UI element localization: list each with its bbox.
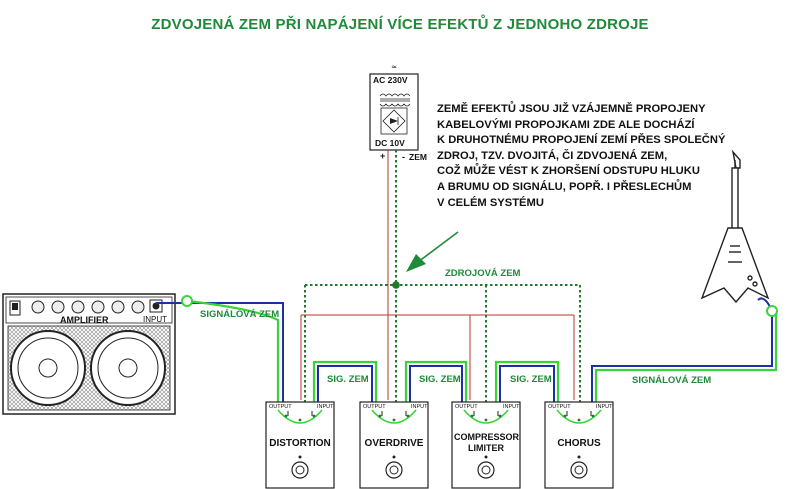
ac-label: AC 230V [373, 75, 408, 85]
pedal-input-label: INPUT [411, 404, 428, 410]
sig-ground-label-2: SIG. ZEM [419, 374, 461, 385]
minus-label: - [402, 152, 405, 162]
pedal-output-label: OUTPUT [548, 404, 571, 410]
internal-ground [556, 409, 602, 424]
pedal [359, 401, 429, 489]
sig-ground-label-1: SIG. ZEM [327, 374, 369, 385]
ground-point [284, 414, 288, 418]
ground-point [378, 414, 382, 418]
note-line: A BRUMU OD SIGNÁLU, POPŘ. I PŘESLECHŮM [437, 180, 692, 193]
ground-point [563, 414, 567, 418]
pedal-name-label: CHORUS [557, 438, 601, 449]
signal-cables [156, 297, 778, 402]
pointer-arrow [406, 231, 459, 272]
note-line: K DRUHOTNÉMU PROPOJENÍ ZEMÍ PŘES SPOLEČN… [437, 134, 726, 147]
footswitch-cap [295, 465, 305, 475]
pedal-output-label: OUTPUT [269, 404, 292, 410]
pedal-name-label: COMPRESSOR LIMITER [454, 432, 520, 453]
dc-label: DC 10V [375, 138, 405, 148]
pedal [451, 401, 521, 489]
guitar-cable-plug [766, 305, 778, 317]
pedal-output-label: OUTPUT [363, 404, 386, 410]
internal-ground [277, 409, 323, 424]
internal-ground [371, 409, 417, 424]
guitar-icon [700, 149, 770, 304]
plus-label: + [380, 151, 386, 161]
note-line: COŽ MŮŽE VÉST K ZHORŠENÍ ODSTUPU HLUKU [437, 165, 700, 178]
ground-point [484, 418, 488, 422]
ground-point [312, 414, 316, 418]
ground-point [577, 418, 581, 422]
led-icon [577, 455, 581, 459]
pedal [265, 401, 335, 489]
internal-ground [463, 409, 509, 424]
pedal-name-label: DISTORTION [269, 438, 331, 449]
pedal-board [265, 401, 614, 489]
diagram-title: ZDVOJENÁ ZEM PŘI NAPÁJENÍ VÍCE EFEKTŮ Z … [151, 16, 649, 33]
ground-point [591, 414, 595, 418]
pedal-name-label: OVERDRIVE [364, 438, 424, 449]
pedal [544, 401, 614, 489]
footswitch-cap [389, 465, 399, 475]
ground-junction-dot [392, 281, 400, 289]
sig-ground-label-3: SIG. ZEM [510, 374, 552, 385]
signal-ground-label-left: SIGNÁLOVÁ ZEM [200, 309, 280, 320]
ground-point [498, 414, 502, 418]
led-icon [484, 455, 488, 459]
led-icon [298, 455, 302, 459]
signal-ground-label-right: SIGNÁLOVÁ ZEM [632, 375, 712, 386]
pedal-output-label: OUTPUT [455, 404, 478, 410]
note-line: ZDROJ, TZV. DVOJITÁ, ČI ZDVOJENÁ ZEM, [437, 149, 668, 162]
power-wires [300, 150, 575, 400]
zem-label: ZEM [409, 152, 427, 162]
note-line: V CELÉM SYSTÉMU [437, 196, 544, 209]
note-line: KABELOVÝMI PROPOJKAMI ZDE ALE DOCHÁZÍ [437, 118, 695, 131]
amplifier [2, 293, 176, 415]
power-supply: ≈ [369, 63, 419, 151]
footswitch-cap [481, 465, 491, 475]
led-icon [392, 455, 396, 459]
footswitch-cap [574, 465, 584, 475]
amp-input-label: INPUT [143, 315, 167, 324]
pedal-input-label: INPUT [317, 404, 334, 410]
ground-point [392, 418, 396, 422]
amp-cable-plug [181, 295, 193, 307]
ground-point [470, 414, 474, 418]
explanation-note: ZEMĚ EFEKTŮ JSOU JIŽ VZÁJEMNĚ PROPOJENY … [437, 102, 737, 211]
source-ground-label: ZDROJOVÁ ZEM [445, 268, 521, 279]
pedal-input-label: INPUT [503, 404, 520, 410]
note-line: ZEMĚ EFEKTŮ JSOU JIŽ VZÁJEMNĚ PROPOJENY [437, 103, 706, 115]
source-ground-wires [304, 150, 581, 408]
ground-point [298, 418, 302, 422]
pedal-input-label: INPUT [596, 404, 613, 410]
svg-text:≈: ≈ [391, 63, 397, 71]
amplifier-label: AMPLIFIER [60, 315, 109, 325]
ground-point [406, 414, 410, 418]
